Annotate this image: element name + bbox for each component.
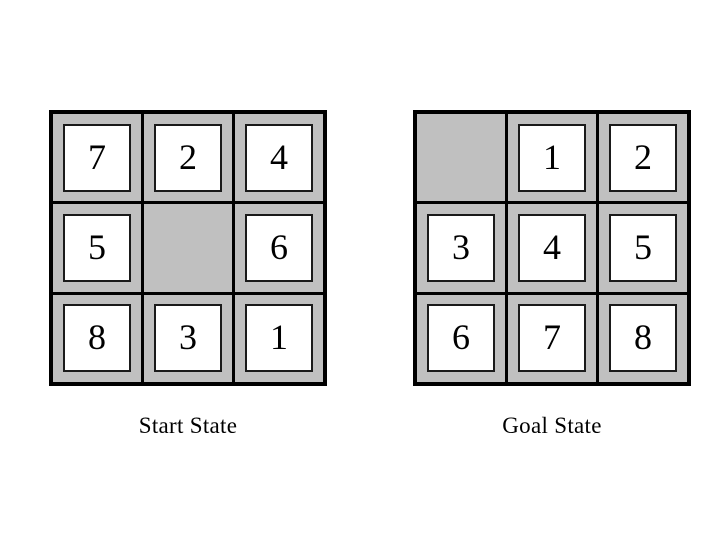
goal-tile-r2c3[interactable]: 5 bbox=[609, 213, 677, 282]
start-tile-label-r1c1: 7 bbox=[88, 136, 106, 177]
start-cell-r2c2-blank[interactable] bbox=[144, 204, 232, 292]
start-tile-r1c2[interactable]: 2 bbox=[154, 123, 222, 192]
goal-tile-r1c2[interactable]: 1 bbox=[518, 123, 586, 192]
goal-tile-r3c1[interactable]: 6 bbox=[427, 304, 495, 373]
start-tile-r3c2[interactable]: 3 bbox=[154, 304, 222, 373]
start-state-board: 7 2 4 5 6 bbox=[49, 110, 327, 386]
start-cell-r2c1[interactable]: 5 bbox=[53, 204, 141, 292]
start-cell-r1c1[interactable]: 7 bbox=[53, 114, 141, 202]
start-tile-label-r2c3: 6 bbox=[270, 226, 288, 267]
goal-tile-r2c1[interactable]: 3 bbox=[427, 213, 495, 282]
start-tile-label-r1c2: 2 bbox=[179, 136, 197, 177]
goal-tile-label-r2c2: 4 bbox=[543, 226, 561, 267]
goal-cell-r1c2[interactable]: 1 bbox=[508, 114, 596, 202]
goal-cell-r2c1[interactable]: 3 bbox=[417, 204, 505, 292]
start-cell-r3c2[interactable]: 3 bbox=[144, 294, 232, 382]
goal-tile-label-r1c2: 1 bbox=[543, 136, 561, 177]
goal-cell-r3c2[interactable]: 7 bbox=[508, 294, 596, 382]
start-state-caption: Start State bbox=[138, 413, 238, 438]
goal-state-caption: Goal State bbox=[502, 413, 602, 438]
start-cell-r2c3[interactable]: 6 bbox=[235, 204, 323, 292]
goal-cell-r3c1[interactable]: 6 bbox=[417, 294, 505, 382]
start-cell-r1c2[interactable]: 2 bbox=[144, 114, 232, 202]
start-tile-label-r3c3: 1 bbox=[270, 317, 288, 358]
start-cell-r3c3[interactable]: 1 bbox=[235, 294, 323, 382]
start-tile-r1c3[interactable]: 4 bbox=[245, 123, 313, 192]
goal-cell-r1c1-blank[interactable] bbox=[417, 114, 505, 202]
start-tile-r3c1[interactable]: 8 bbox=[63, 304, 131, 373]
goal-cell-r2c2[interactable]: 4 bbox=[508, 204, 596, 292]
goal-tile-r1c3[interactable]: 2 bbox=[609, 123, 677, 192]
goal-tile-label-r2c1: 3 bbox=[452, 226, 470, 267]
goal-state-board: 1 2 3 4 5 6 bbox=[413, 110, 691, 386]
start-tile-label-r1c3: 4 bbox=[270, 136, 288, 177]
start-tile-label-r2c1: 5 bbox=[88, 226, 106, 267]
goal-tile-label-r1c3: 2 bbox=[634, 136, 652, 177]
start-tile-r2c1[interactable]: 5 bbox=[63, 213, 131, 282]
goal-tile-r3c2[interactable]: 7 bbox=[518, 304, 586, 373]
start-tile-label-r3c2: 3 bbox=[179, 317, 197, 358]
goal-cell-r1c3[interactable]: 2 bbox=[599, 114, 687, 202]
goal-tile-r3c3[interactable]: 8 bbox=[609, 304, 677, 373]
start-tile-r3c3[interactable]: 1 bbox=[245, 304, 313, 373]
goal-tile-r2c2[interactable]: 4 bbox=[518, 213, 586, 282]
start-tile-r2c3[interactable]: 6 bbox=[245, 213, 313, 282]
goal-tile-label-r2c3: 5 bbox=[634, 226, 652, 267]
goal-state-figure: 1 2 3 4 5 6 bbox=[413, 110, 691, 439]
goal-cell-r2c3[interactable]: 5 bbox=[599, 204, 687, 292]
goal-tile-label-r3c3: 8 bbox=[634, 317, 652, 358]
goal-tile-label-r3c2: 7 bbox=[543, 317, 561, 358]
start-cell-r1c3[interactable]: 4 bbox=[235, 114, 323, 202]
start-tile-r1c1[interactable]: 7 bbox=[63, 123, 131, 192]
start-state-figure: 7 2 4 5 6 bbox=[49, 110, 327, 439]
goal-tile-label-r3c1: 6 bbox=[452, 317, 470, 358]
start-cell-r3c1[interactable]: 8 bbox=[53, 294, 141, 382]
goal-cell-r3c3[interactable]: 8 bbox=[599, 294, 687, 382]
start-tile-label-r3c1: 8 bbox=[88, 317, 106, 358]
